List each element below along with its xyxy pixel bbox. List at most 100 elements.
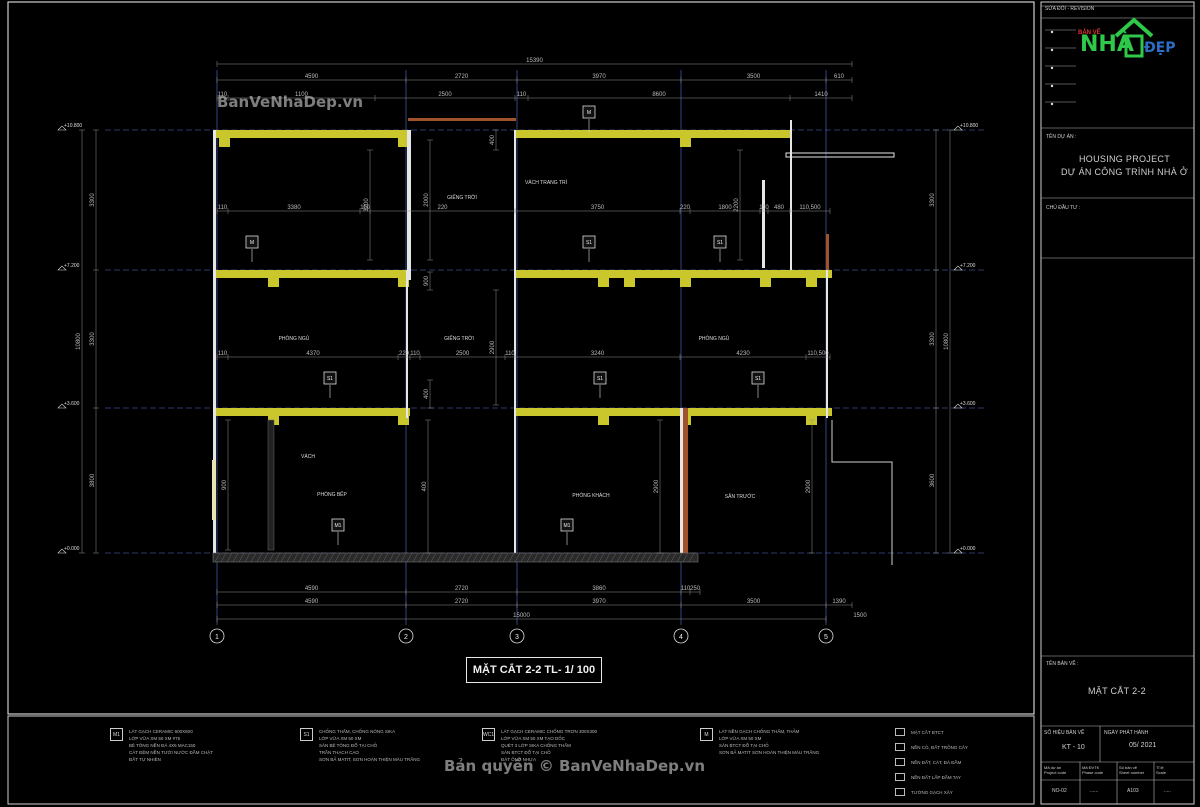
- drawing-name: MẶT CẮT 2-2: [1088, 686, 1146, 696]
- level-text-left: +10.800: [64, 123, 82, 129]
- dim-span-l3-label: 3750: [591, 205, 605, 211]
- ground-hatch: [676, 552, 683, 563]
- ground-hatch: [262, 552, 269, 563]
- ground-hatch: [220, 552, 227, 563]
- drawing-label: TÊN BẢN VẼ :: [1046, 661, 1079, 667]
- hatch-swatch: [895, 728, 905, 736]
- room-label: SÂN TRƯỚC: [725, 493, 756, 500]
- room-tag-box: [560, 518, 574, 532]
- beam: [624, 277, 635, 287]
- grid-bubble: [673, 628, 689, 644]
- ground-hatch: [298, 552, 305, 563]
- beam: [219, 137, 230, 147]
- dim-bot-total-label: 15000: [513, 613, 530, 619]
- hatch-legend-item: NỀN ĐẤT LẤP ĐẦM TAY: [895, 773, 961, 781]
- legend-line: SƠN BẢ MATIT, SƠN HOÀN THIỆN MÀU TRẮNG: [319, 757, 420, 762]
- ground-hatch: [292, 552, 299, 563]
- ground-hatch: [388, 552, 395, 563]
- grid-bubble-label: 3: [515, 634, 519, 641]
- ground-hatch: [628, 552, 635, 563]
- room-tag-text: M: [587, 110, 591, 116]
- dim-bot-row1-label: 250: [690, 586, 701, 592]
- ground-hatch: [640, 552, 647, 563]
- ground-hatch: [310, 552, 317, 563]
- dim-vert-mid-label: 3200: [364, 198, 370, 212]
- level-text-left: +0.000: [64, 546, 80, 552]
- room-tag-text: S1: [717, 240, 723, 246]
- ground-hatch: [514, 552, 521, 563]
- slab: [215, 130, 410, 138]
- dim-span-l3-label: 220: [680, 205, 691, 211]
- revision-bullet: [1050, 66, 1054, 70]
- ground-hatch: [358, 552, 365, 563]
- hatch-legend-item: MẶT CẮT BTCT: [895, 728, 944, 736]
- wall: [826, 270, 828, 418]
- ground-hatch: [418, 552, 425, 563]
- revision-bullet: [1050, 84, 1054, 88]
- ground-hatch: [556, 552, 563, 563]
- slab: [515, 408, 832, 416]
- dim-left-seg-label: 3800: [90, 473, 96, 487]
- dim-bot-row2-label: 3970: [592, 599, 606, 605]
- dim-span-l3-label: 110,500: [799, 205, 821, 211]
- dim-bot-row2-label: 1390: [832, 599, 846, 605]
- ground-hatch: [604, 552, 611, 563]
- dim-bot-row2-label: 2720: [455, 599, 469, 605]
- dim-top-row2-label: 1100: [295, 92, 309, 98]
- room-tag-box: [582, 105, 596, 119]
- dim-top-row2-label: 2500: [438, 92, 452, 98]
- legend-line: SÀN BTCT ĐỔ TẠI CHỖ: [719, 743, 769, 748]
- dim-span-l2-label: 110: [218, 351, 228, 357]
- dim-right-total-label: 10800: [944, 332, 950, 349]
- legend-line: CHỐNG THẤM, CHỐNG NÓNG SIKA: [319, 729, 396, 734]
- ground-hatch: [622, 552, 629, 563]
- dim-top-row1-label: 4590: [305, 74, 319, 80]
- dim-vert-mid-label: 2900: [806, 479, 812, 493]
- ground-hatch: [526, 552, 533, 563]
- title-block-lines: [1041, 5, 1194, 804]
- room-tag-text: M1: [564, 523, 571, 529]
- legend-tag: M: [700, 728, 713, 741]
- legend-line: ĐẶT ỐNG NHỰA: [501, 757, 537, 762]
- grid-bubble: [818, 628, 834, 644]
- hatch-label: NỀN ĐẤT, CÁT, ĐÁ ĐẦM: [911, 759, 962, 765]
- hatch-swatch: [895, 788, 905, 796]
- ground-hatch: [238, 552, 245, 563]
- hatch-swatch: [895, 773, 905, 781]
- level-text-right: +10.800: [960, 123, 978, 129]
- beam: [680, 137, 691, 147]
- legend-line: BÊ TÔNG NỀN ĐÁ 4X6 MAC150: [129, 743, 196, 748]
- sheet-code-label: SỐ HIỆU BẢN VẼ: [1044, 730, 1085, 736]
- ground-hatch: [370, 552, 377, 563]
- ground-hatch: [280, 552, 287, 563]
- room-tag-text: S1: [755, 376, 761, 382]
- ground-hatch: [448, 552, 455, 563]
- project-label: TÊN DỰ ÁN :: [1046, 134, 1077, 140]
- level-marker-left: [57, 125, 67, 131]
- footer-label: Mã ĐVTK Phase code: [1082, 765, 1104, 775]
- dim-vert-mid-label: 2200: [734, 198, 740, 212]
- dim-span-l3-label: 110: [218, 205, 228, 211]
- footer-value: ......: [1090, 788, 1099, 794]
- ground-hatch: [484, 552, 491, 563]
- issue-date-label: NGÀY PHÁT HÀNH: [1104, 730, 1149, 736]
- legend-line: ĐẤT TỰ NHIÊN: [129, 757, 161, 762]
- legend-line: LÁT NỀN GẠCH CHỐNG THẤM, THẢM: [719, 729, 800, 734]
- ground-hatch: [490, 552, 497, 563]
- ground-hatch: [268, 552, 275, 563]
- ground-hatch: [568, 552, 575, 563]
- wall: [213, 130, 216, 553]
- ground-hatch: [550, 552, 557, 563]
- ground-hatch: [304, 552, 311, 563]
- legend-line: LỚP VỮA XM 50 XM: [719, 736, 762, 741]
- revision-bullet: [1050, 102, 1054, 106]
- ground-hatch: [406, 552, 413, 563]
- grid-bubble: [509, 628, 525, 644]
- legend-line: SƠN BẢ MATIT SƠN HOÀN THIỆN MÀU TRẮNG: [719, 750, 820, 755]
- level-marker-right: [953, 125, 963, 131]
- beam: [268, 277, 279, 287]
- house-logo-icon: [1114, 17, 1154, 58]
- logo-nha: NHÀ: [1080, 32, 1134, 57]
- grid-bubble: [209, 628, 225, 644]
